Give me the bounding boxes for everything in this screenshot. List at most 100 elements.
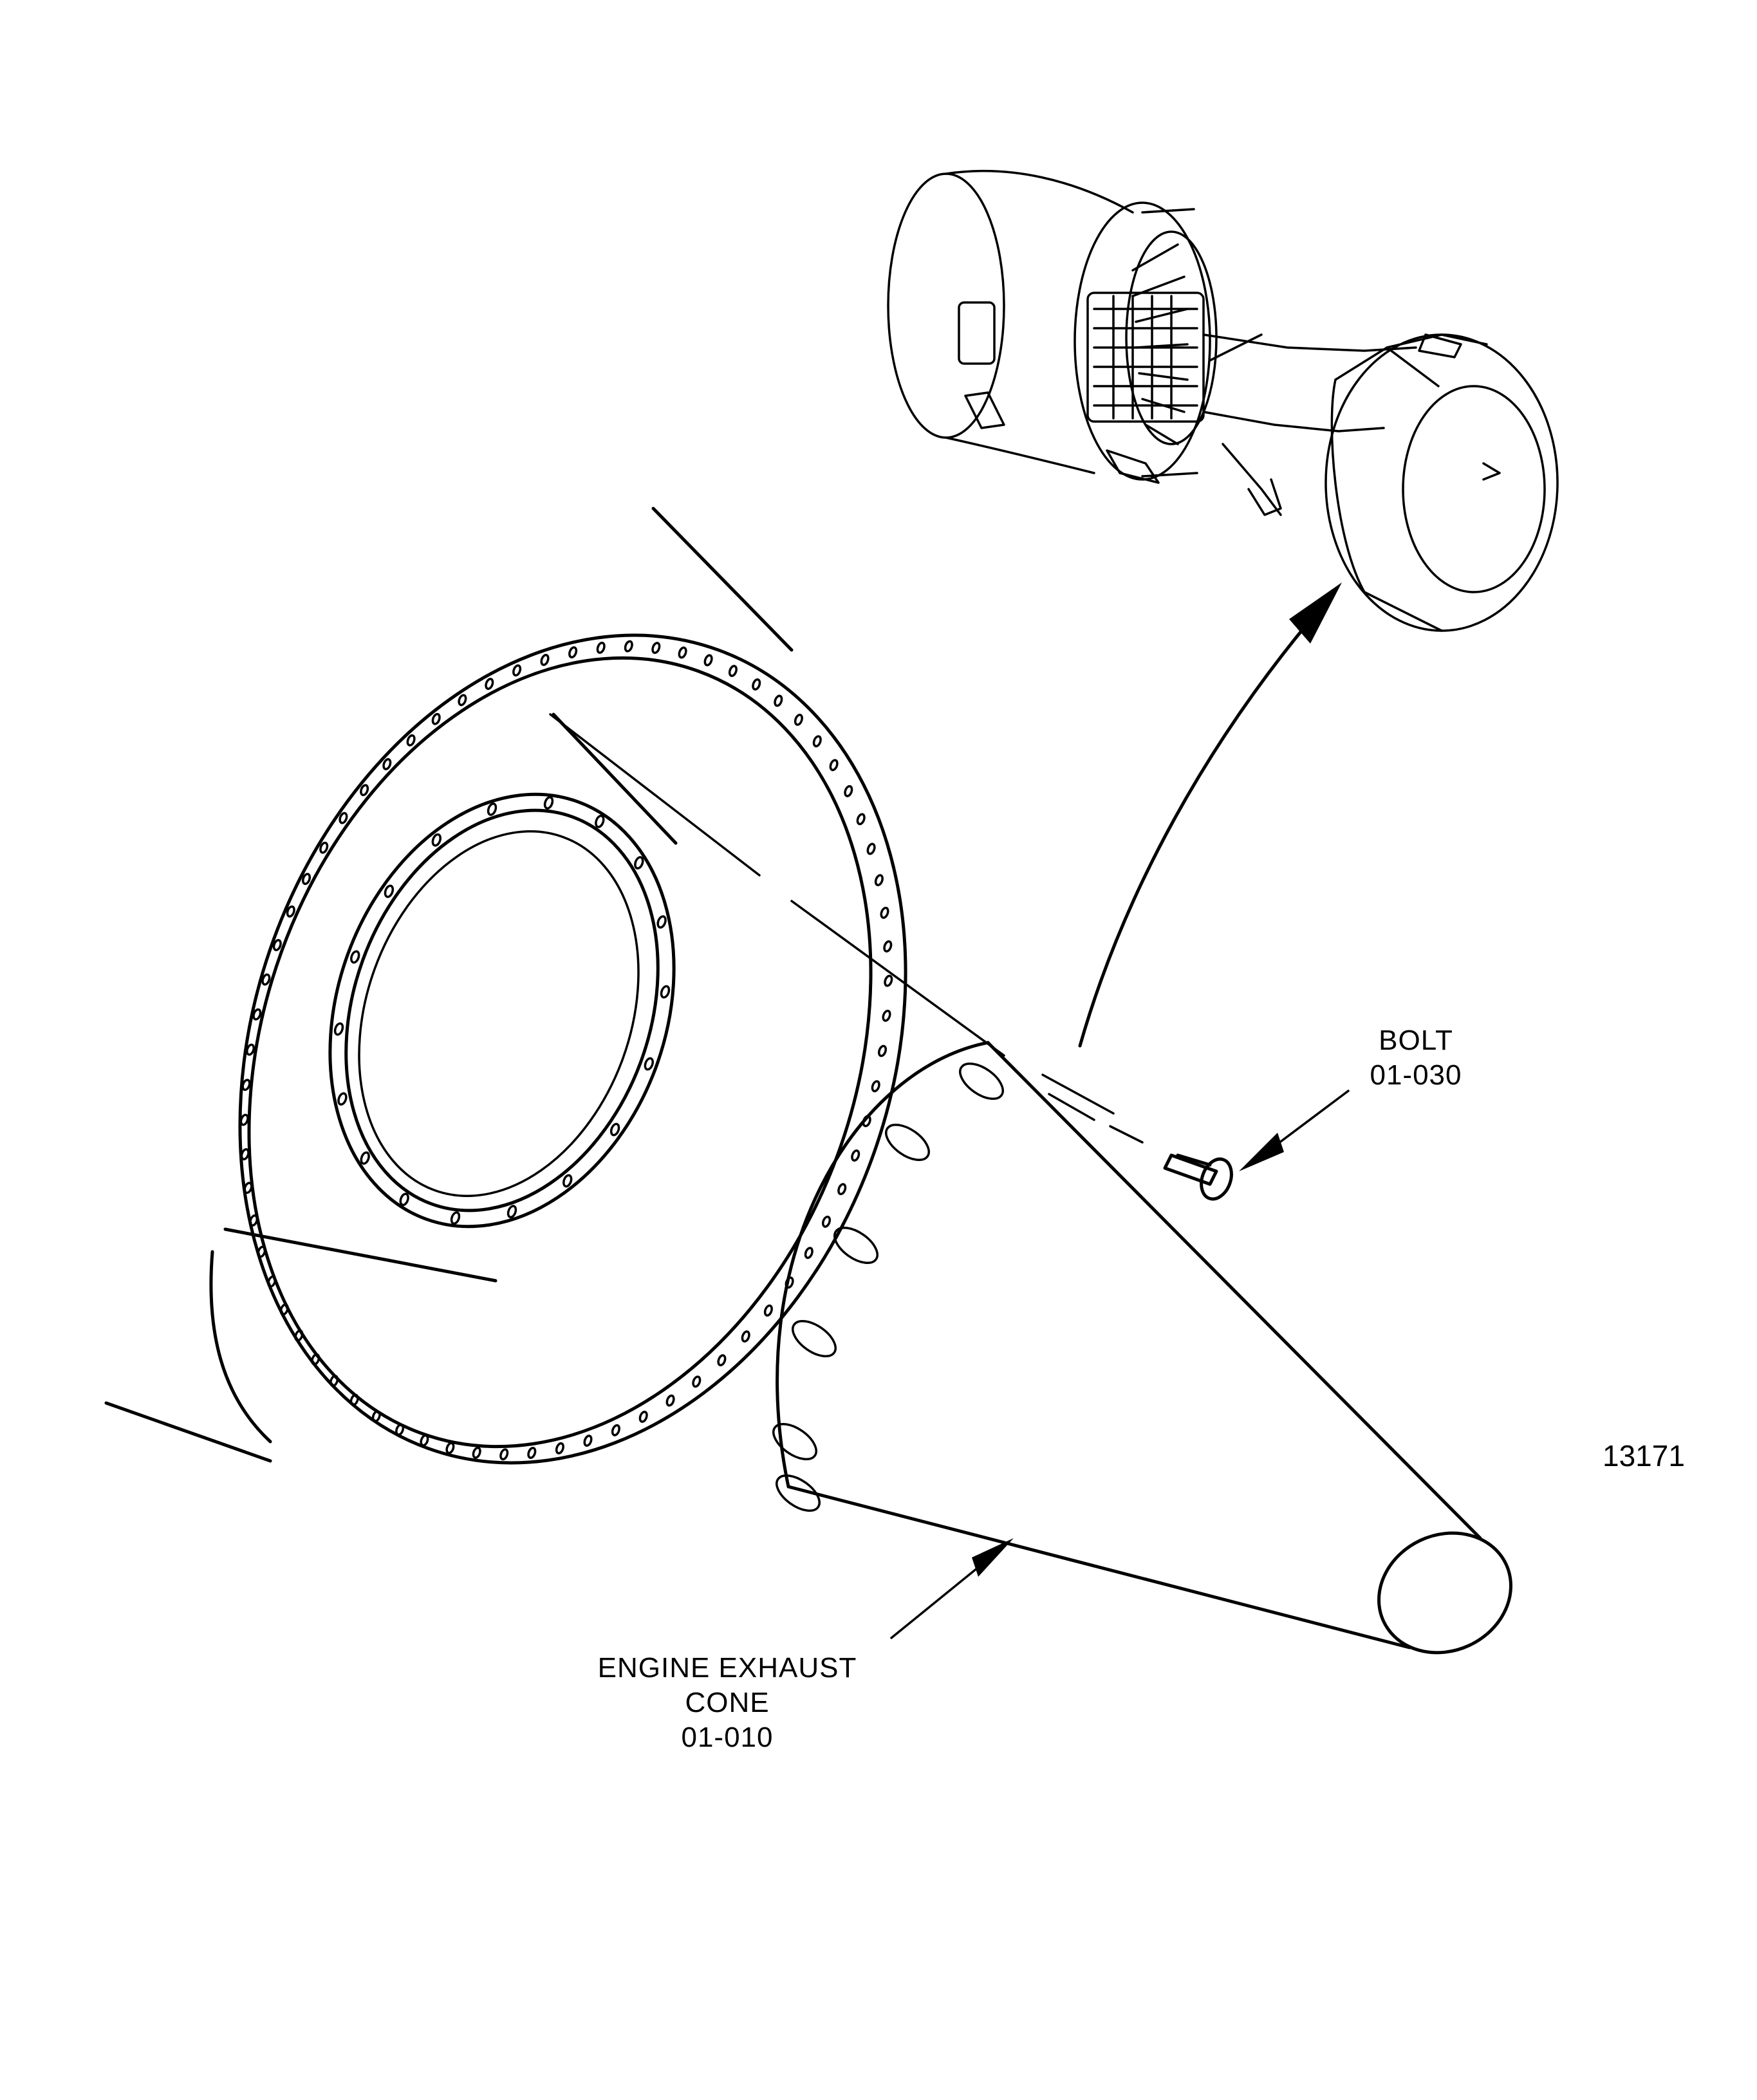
- bolt-hole: [243, 1182, 253, 1194]
- bolt-hole: [562, 1174, 573, 1188]
- bolt-label-name: BOLT: [1379, 1025, 1453, 1056]
- bolt-hole: [774, 694, 783, 707]
- bolt-hole: [660, 985, 671, 999]
- bolt-hole: [240, 1148, 250, 1160]
- bolt-hole: [350, 950, 360, 964]
- bolt-hole: [844, 785, 853, 797]
- assembly-centerline: [549, 713, 1115, 1115]
- bolt-hole: [382, 757, 392, 770]
- engine-overview: [887, 170, 1559, 632]
- bolt-hole: [821, 1215, 832, 1228]
- bolt-hole: [241, 1079, 251, 1092]
- bolt-hole: [543, 795, 554, 810]
- bolt-leader: [1239, 1090, 1350, 1171]
- bolt-hole: [763, 1304, 773, 1317]
- bolt-hole: [301, 873, 311, 886]
- bolt-hole: [450, 1211, 461, 1225]
- bolt-hole: [487, 802, 497, 816]
- bolt-hole: [507, 1205, 517, 1219]
- bolt-hole: [337, 1092, 348, 1106]
- bolt-hole: [812, 735, 822, 748]
- bolt-hole: [458, 694, 467, 707]
- bolt-hole: [406, 734, 416, 747]
- bolt-hole: [555, 1442, 564, 1454]
- bolt-hole: [656, 915, 667, 929]
- bolt-hole: [717, 1354, 727, 1367]
- cone-label-part-number: 01-010: [681, 1722, 774, 1753]
- bolt-hole: [880, 906, 889, 919]
- bolt-callout-label: BOLT 01-030: [1345, 1023, 1487, 1093]
- bolt-hole: [638, 1410, 648, 1423]
- bolt-hole: [851, 1149, 860, 1162]
- cone-label-line1: ENGINE EXHAUST: [597, 1652, 857, 1684]
- bolt-hole: [624, 640, 633, 653]
- bolt-hole: [279, 1303, 289, 1316]
- bolt-hole: [540, 653, 550, 666]
- location-arrow: [1078, 582, 1342, 1048]
- bolt-hole: [634, 856, 644, 870]
- bolt-hole: [651, 642, 661, 655]
- bolt-hole: [609, 1122, 620, 1137]
- bolt-hole: [319, 841, 329, 854]
- flange-bolt-holes: [239, 640, 893, 1461]
- bolt-hole: [261, 973, 271, 986]
- bolt-hole: [703, 654, 713, 667]
- exhaust-flange: [104, 506, 907, 1465]
- bolt-label-part-number: 01-030: [1370, 1059, 1462, 1091]
- bolt-hole: [874, 874, 884, 887]
- bolt-hole: [678, 646, 687, 659]
- bolt-hole: [837, 1183, 847, 1196]
- bolt-hole: [752, 678, 761, 691]
- bolt-hole: [596, 642, 606, 654]
- bolt-hole: [882, 1009, 891, 1022]
- bolt-hole: [884, 974, 893, 987]
- bolt-hole: [311, 1353, 321, 1366]
- engine-exhaust-cone: [772, 1041, 1512, 1655]
- bolt-hole: [595, 814, 605, 828]
- bolt-hole: [371, 1410, 381, 1422]
- bolt-hole: [330, 1375, 339, 1388]
- bolt-hole: [294, 1329, 304, 1342]
- exhaust-cone-callout-label: ENGINE EXHAUST CONE 01-010: [560, 1651, 895, 1755]
- bolt-hole: [349, 1393, 359, 1406]
- figure-number: 13171: [1603, 1439, 1685, 1473]
- bolt-hole: [512, 664, 522, 677]
- cone-slot: [885, 1123, 930, 1162]
- bolt-hole: [399, 1193, 409, 1207]
- bolt-hole: [728, 665, 738, 677]
- bolt-hole: [445, 1442, 455, 1454]
- bolt-hole: [257, 1245, 266, 1258]
- bolt-hole: [883, 940, 893, 952]
- bolt-hole: [794, 713, 803, 726]
- bolt-hole: [239, 1113, 249, 1126]
- bolt-hole: [431, 833, 442, 847]
- bolt-hole: [583, 1435, 593, 1447]
- bolt-hole: [499, 1448, 509, 1461]
- bolt-hole: [395, 1424, 405, 1436]
- bolt-hole: [692, 1375, 702, 1388]
- cone-label-line2: CONE: [685, 1687, 770, 1718]
- bolt-hole: [829, 759, 839, 772]
- bolt-hole: [644, 1057, 654, 1071]
- bolt-hole: [741, 1330, 750, 1343]
- bolt-hole: [420, 1434, 429, 1447]
- bolt-hole: [856, 813, 866, 826]
- bolt-hole: [360, 1151, 370, 1165]
- bolt-hole: [339, 812, 348, 824]
- bolt-hole: [272, 939, 282, 951]
- cone-slot: [959, 1062, 1004, 1101]
- cone-slot: [776, 1474, 821, 1512]
- cone-bolt-slots: [772, 1062, 1004, 1512]
- bolt-hole: [485, 678, 494, 691]
- cone-slot: [792, 1319, 837, 1358]
- bolt-hole: [249, 1214, 259, 1227]
- bolt-hole: [665, 1394, 675, 1407]
- cone-slot: [833, 1226, 879, 1265]
- bolt-hole: [611, 1424, 620, 1436]
- bolt-hole: [804, 1247, 813, 1259]
- bolt-hole: [333, 1022, 344, 1036]
- cone-slot: [772, 1422, 817, 1461]
- bolt-hole: [431, 712, 441, 725]
- bolt-icon: [1048, 1093, 1233, 1201]
